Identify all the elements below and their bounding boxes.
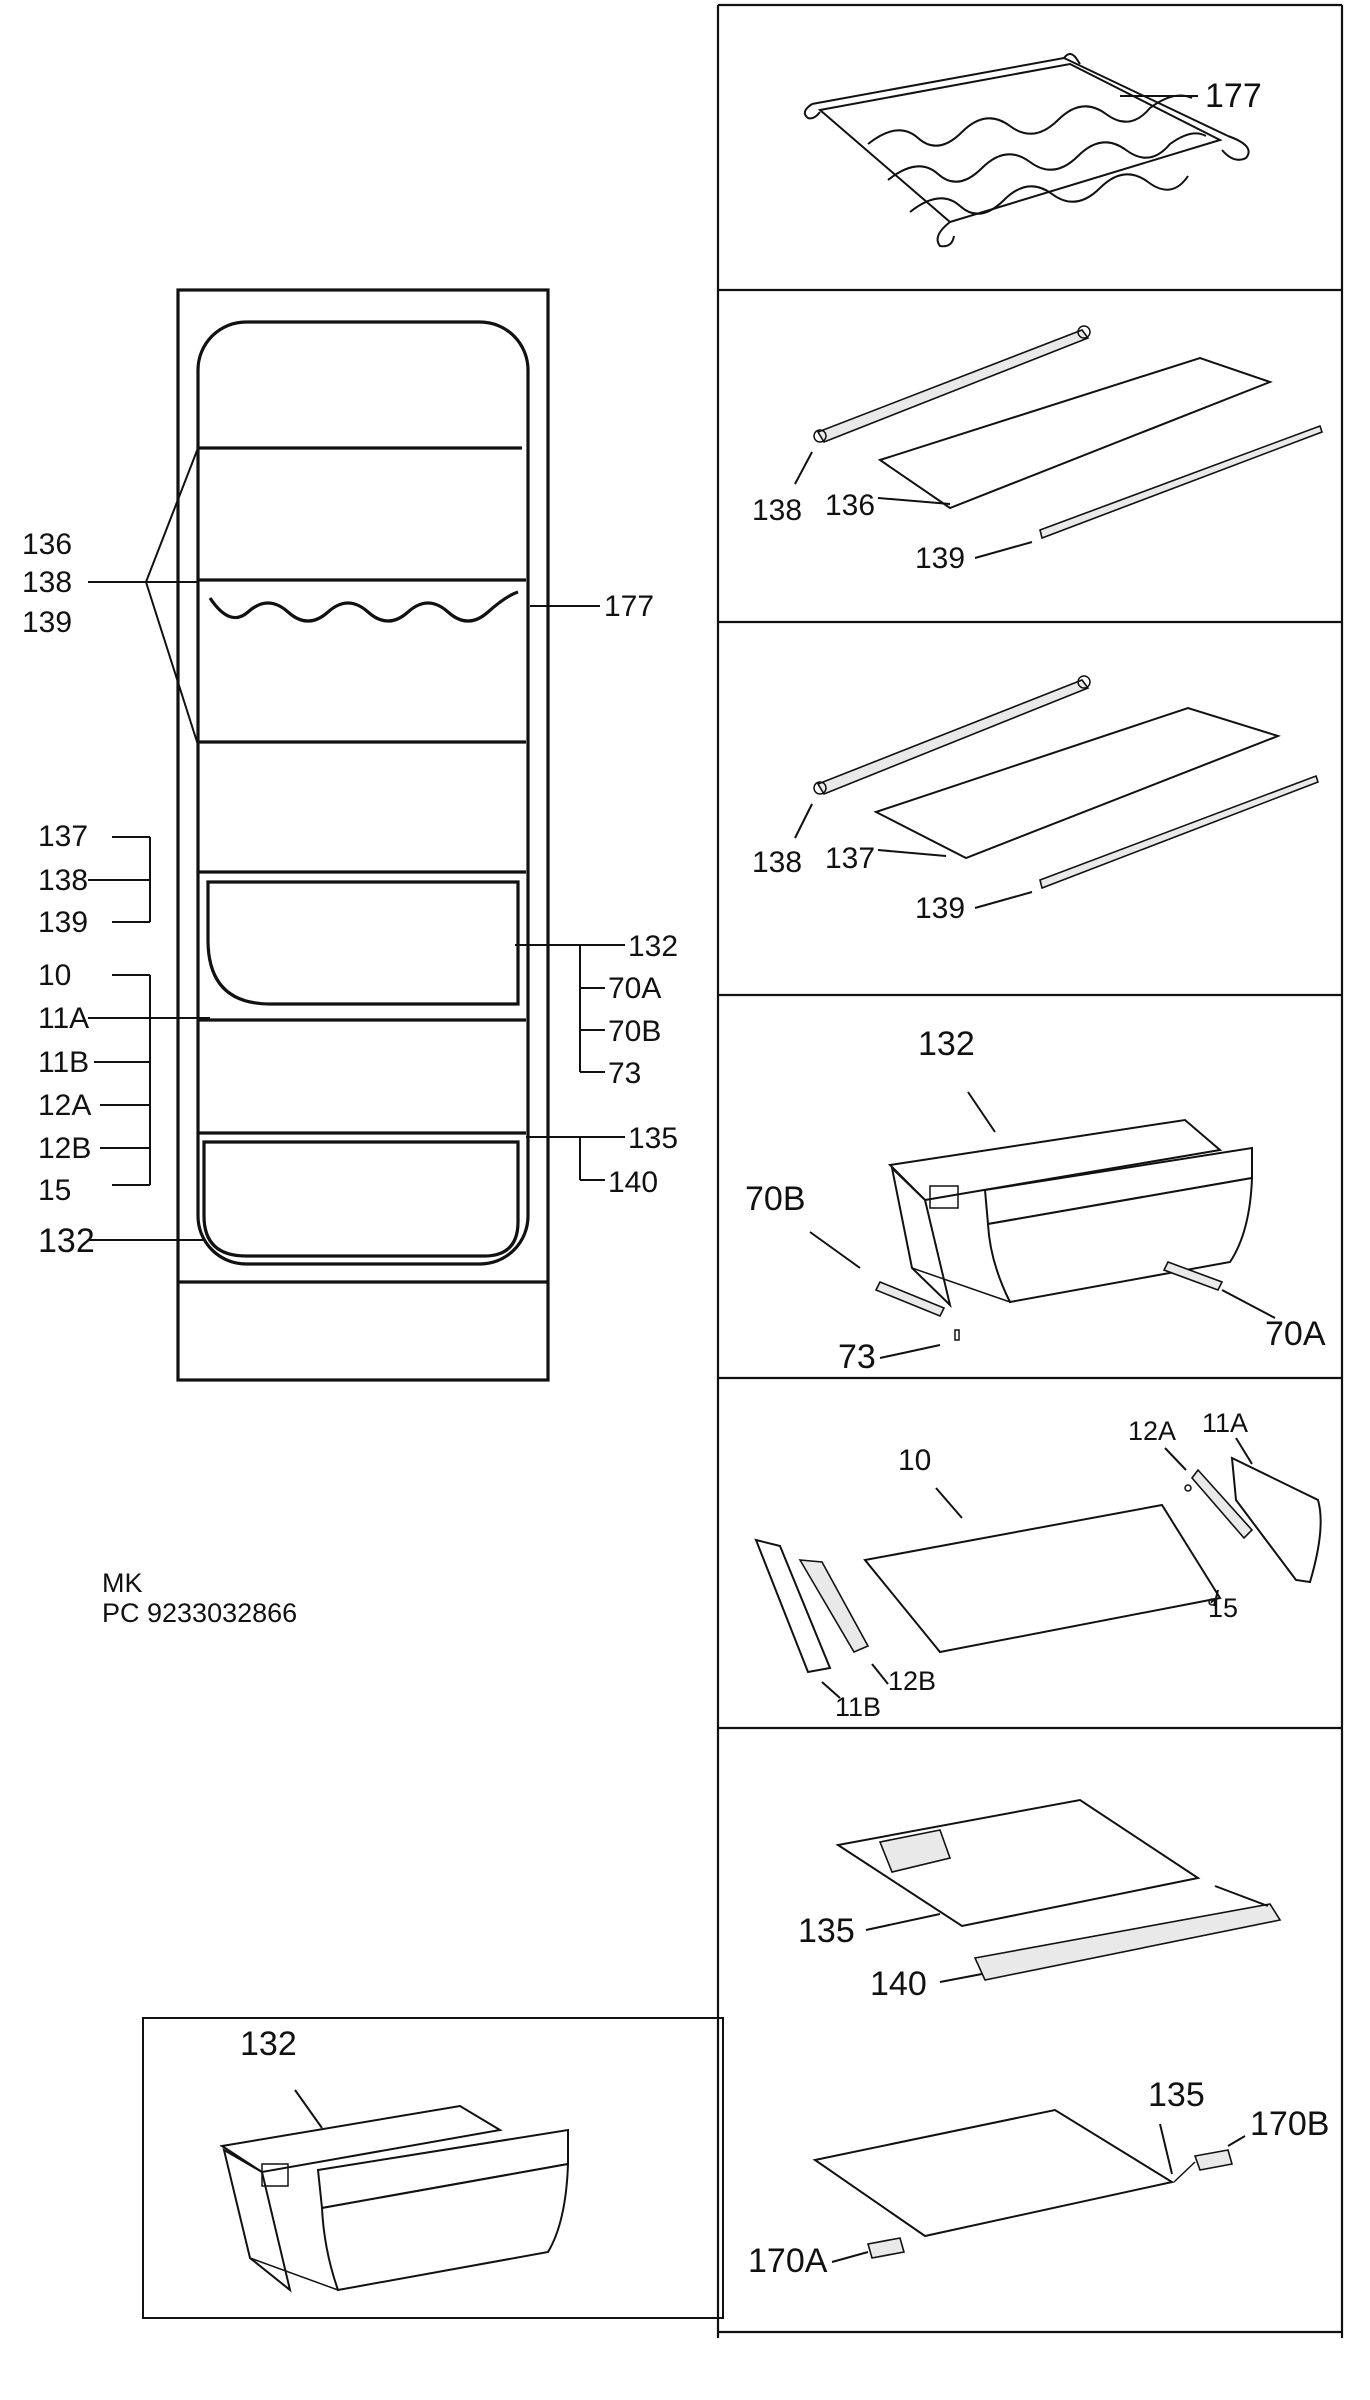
model-line-2: PC 9233032866 bbox=[102, 1598, 297, 1628]
panel-wine-rack: 177 bbox=[803, 53, 1262, 248]
panel-frame bbox=[716, 3, 1344, 2338]
ov-label-15: 15 bbox=[38, 1174, 71, 1207]
label-170a: 170A bbox=[748, 2242, 828, 2280]
ov-label-132r: 132 bbox=[628, 930, 678, 963]
ov-label-10: 10 bbox=[38, 959, 71, 992]
ov-label-136: 136 bbox=[22, 528, 72, 561]
panel-shelf-upper: 138 136 139 bbox=[752, 325, 1324, 575]
label-12b: 12B bbox=[888, 1666, 936, 1696]
ov-label-139: 139 bbox=[22, 606, 72, 639]
label-140: 140 bbox=[870, 1965, 927, 2003]
label-11a: 11A bbox=[1202, 1408, 1248, 1438]
label-135-b: 135 bbox=[1148, 2076, 1205, 2114]
label-139-upper: 139 bbox=[915, 542, 965, 575]
overview-callouts bbox=[88, 447, 625, 1241]
model-line-1: MK bbox=[102, 1568, 143, 1598]
label-139-lower: 139 bbox=[915, 892, 965, 925]
panel-drawer-rails: 132 70B 70A 73 bbox=[745, 1025, 1326, 1376]
label-177: 177 bbox=[1205, 77, 1262, 115]
label-73: 73 bbox=[838, 1338, 876, 1376]
panel-bottom-glass-clips: 135 170B 170A bbox=[748, 2076, 1329, 2280]
label-138-upper: 138 bbox=[752, 494, 802, 527]
ov-label-12a: 12A bbox=[38, 1089, 91, 1122]
ov-label-11b: 11B bbox=[38, 1046, 89, 1079]
label-138-lower: 138 bbox=[752, 846, 802, 879]
label-136: 136 bbox=[825, 489, 875, 522]
ov-label-140: 140 bbox=[608, 1166, 658, 1199]
ov-label-70a: 70A bbox=[608, 972, 661, 1005]
ov-label-138b: 138 bbox=[38, 864, 88, 897]
ov-label-138: 138 bbox=[22, 566, 72, 599]
label-170b: 170B bbox=[1250, 2105, 1329, 2143]
label-12a: 12A bbox=[1128, 1416, 1176, 1446]
label-135-a: 135 bbox=[798, 1912, 855, 1950]
ov-label-70b: 70B bbox=[608, 1015, 661, 1048]
label-137: 137 bbox=[825, 842, 875, 875]
fridge-overview bbox=[176, 288, 550, 1382]
label-10: 10 bbox=[898, 1444, 931, 1477]
ov-label-177: 177 bbox=[604, 590, 654, 623]
ov-label-135: 135 bbox=[628, 1122, 678, 1155]
model-info: MK PC 9233032866 bbox=[102, 1568, 297, 1628]
label-132-panel: 132 bbox=[918, 1025, 975, 1063]
ov-label-132: 132 bbox=[38, 1222, 95, 1260]
panel-shelf-lower: 138 137 139 bbox=[752, 675, 1320, 925]
ov-label-137: 137 bbox=[38, 820, 88, 853]
ov-label-12b: 12B bbox=[38, 1132, 91, 1165]
ov-label-139b: 139 bbox=[38, 906, 88, 939]
label-11b: 11B bbox=[835, 1692, 881, 1722]
panel-standalone-drawer: 132 bbox=[142, 2017, 724, 2319]
label-70a: 70A bbox=[1265, 1315, 1326, 1353]
panel-bottom-glass: 135 140 bbox=[798, 1798, 1282, 2003]
label-70b: 70B bbox=[745, 1180, 806, 1218]
overview-labels: 136 138 139 137 138 139 10 11A 11B 12A 1… bbox=[22, 528, 678, 1260]
ov-label-73: 73 bbox=[608, 1057, 641, 1090]
label-132-standalone: 132 bbox=[240, 2025, 297, 2063]
label-15: 15 bbox=[1208, 1593, 1238, 1623]
panel-crisper-cover: 10 12A 11A 15 12B 11B bbox=[754, 1408, 1322, 1722]
ov-label-11a: 11A bbox=[38, 1002, 89, 1035]
